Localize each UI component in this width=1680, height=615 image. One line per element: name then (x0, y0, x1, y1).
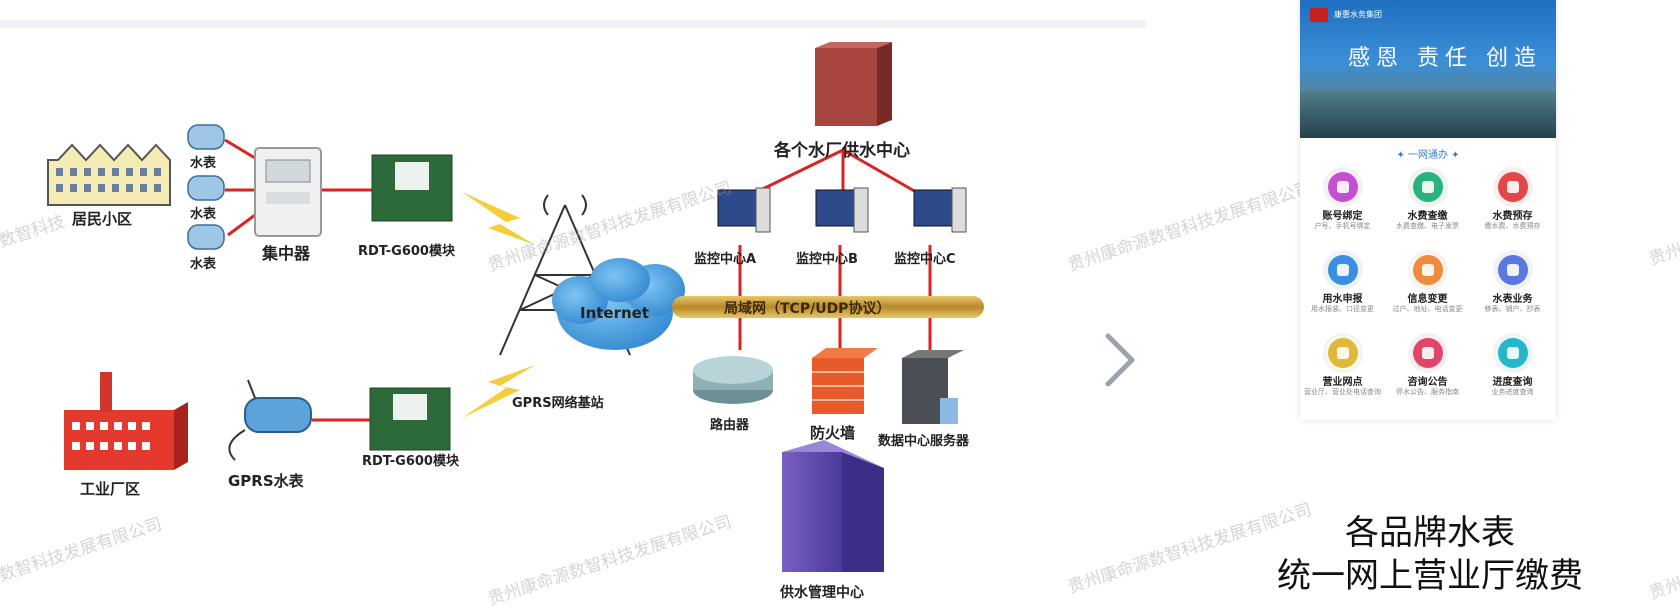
label-industrial: 工业厂区 (80, 480, 141, 498)
caption-line-2: 统一网上营业厅缴费 (1277, 556, 1583, 596)
label-data-server: 数据中心服务器 (878, 434, 970, 449)
concentrator-icon (254, 147, 322, 237)
residential-houses-icon (47, 143, 171, 206)
firewall-icon (812, 348, 878, 414)
label-gprs-meter: GPRS水表 (228, 472, 304, 490)
progress-query-icon (1494, 335, 1531, 371)
label-monitor-b: 监控中心B (796, 252, 858, 267)
label-gprs-station: GPRS网络基站 (512, 396, 604, 411)
info-change-icon (1409, 252, 1446, 288)
service-info-change[interactable]: 信息变更 过户、地址、电话变更 (1385, 248, 1470, 314)
section-title: ✦ 一网通办 ✦ (1396, 150, 1460, 161)
label-water-meter-3: 水表 (190, 257, 217, 272)
service-outlets[interactable]: 营业网点 营业厅、营业处电话查询 (1300, 331, 1385, 397)
service-name: 账号绑定 (1322, 211, 1363, 222)
service-desc: 用水报装、口径变更 (1311, 305, 1374, 313)
brand-name: 康惠水务集团 (1334, 10, 1382, 19)
service-account-binding[interactable]: 账号绑定 户号、手机号绑定 (1300, 165, 1385, 231)
bill-payment-icon (1409, 169, 1446, 205)
water-application-icon (1324, 252, 1361, 288)
label-firewall: 防火墙 (810, 424, 856, 442)
data-server-icon (902, 350, 964, 424)
label-residential: 居民小区 (72, 210, 133, 228)
account-binding-icon (1324, 169, 1361, 205)
water-meter-icons (187, 124, 225, 250)
service-prepay[interactable]: 水费预存 缴水费、水费预存 (1470, 165, 1555, 231)
service-desc: 移表、销户、抄表 (1484, 305, 1541, 313)
watermark: 贵州 (1646, 574, 1680, 604)
label-router: 路由器 (710, 418, 750, 433)
caption-line-1: 各品牌水表 (1345, 513, 1515, 553)
service-desc: 缴水费、水费预存 (1484, 222, 1541, 230)
label-management: 供水管理中心 (780, 585, 864, 601)
router-icon (693, 356, 773, 404)
mobile-service-hall-screenshot: 康惠水务集团 感恩 责任 创造 ✦ 一网通办 ✦ 账号绑定 户号、手机号绑定 水… (1300, 0, 1556, 420)
service-desc: 户号、手机号绑定 (1314, 222, 1371, 230)
industrial-factory-icon (64, 372, 188, 470)
wireless-signal-icons (462, 192, 535, 418)
service-desc: 水费查缴、电子发票 (1396, 222, 1459, 230)
label-monitor-a: 监控中心A (694, 252, 757, 267)
service-progress-query[interactable]: 进度查询 业务进度查询 (1470, 331, 1555, 397)
service-name: 用水申报 (1322, 294, 1363, 305)
lan-bar (672, 296, 984, 318)
service-desc: 营业厅、营业处电话查询 (1304, 388, 1381, 396)
label-concentrator: 集中器 (262, 244, 311, 263)
label-water-meter-2: 水表 (190, 207, 217, 222)
label-rdt-module-bottom: RDT-G600模块 (362, 454, 459, 469)
meter-business-icon (1494, 252, 1531, 288)
label-supply-centers: 各个水厂供水中心 (774, 141, 910, 161)
service-water-application[interactable]: 用水申报 用水报装、口径变更 (1300, 248, 1385, 314)
watermark: 贵州 (1646, 240, 1680, 270)
outlets-icon (1324, 335, 1361, 371)
label-rdt-module-top: RDT-G600模块 (358, 244, 455, 259)
watermark: 贵州康命源数智科技发展有限公司 (1065, 177, 1315, 276)
top-divider-bar (0, 20, 1145, 28)
banner-slogan: 感恩 责任 创造 (1348, 46, 1542, 71)
brand-logo-icon (1310, 8, 1328, 22)
service-name: 咨询公告 (1407, 377, 1448, 388)
announcements-icon (1409, 335, 1446, 371)
service-desc: 停水公告、服务指南 (1396, 388, 1459, 396)
prepay-icon (1494, 169, 1531, 205)
service-name: 营业网点 (1322, 377, 1363, 388)
chevron-right-icon[interactable] (1100, 330, 1140, 390)
network-diagram (47, 42, 984, 572)
service-name: 水费预存 (1492, 211, 1533, 222)
management-building-icon (782, 440, 884, 572)
monitor-computer-icons (717, 187, 967, 233)
service-name: 水费查缴 (1407, 211, 1448, 222)
rdt-module-top-icon (371, 154, 453, 222)
label-internet: Internet (580, 304, 650, 322)
rdt-module-bottom-icon (369, 387, 451, 451)
service-desc: 业务进度查询 (1491, 388, 1534, 396)
label-monitor-c: 监控中心C (894, 252, 956, 267)
arrow-left-icon: ✦ (1396, 150, 1408, 161)
banner-city-skyline (1300, 92, 1556, 138)
service-name: 水表业务 (1492, 294, 1533, 305)
label-lan: 局域网（TCP/UDP协议） (724, 301, 891, 317)
gprs-water-meter-icon (228, 379, 312, 461)
label-water-meter-1: 水表 (190, 156, 217, 171)
service-meter-business[interactable]: 水表业务 移表、销户、抄表 (1470, 248, 1555, 314)
service-desc: 过户、地址、电话变更 (1392, 305, 1463, 313)
supply-center-rack-icon (815, 42, 892, 126)
service-announcements[interactable]: 咨询公告 停水公告、服务指南 (1385, 331, 1470, 397)
service-bill-payment[interactable]: 水费查缴 水费查缴、电子发票 (1385, 165, 1470, 231)
internet-cloud-icon (552, 258, 685, 350)
service-name: 信息变更 (1407, 294, 1448, 305)
service-name: 进度查询 (1492, 377, 1533, 388)
banner-image: 康惠水务集团 感恩 责任 创造 (1300, 0, 1556, 138)
arrow-right-icon: ✦ (1448, 150, 1460, 161)
